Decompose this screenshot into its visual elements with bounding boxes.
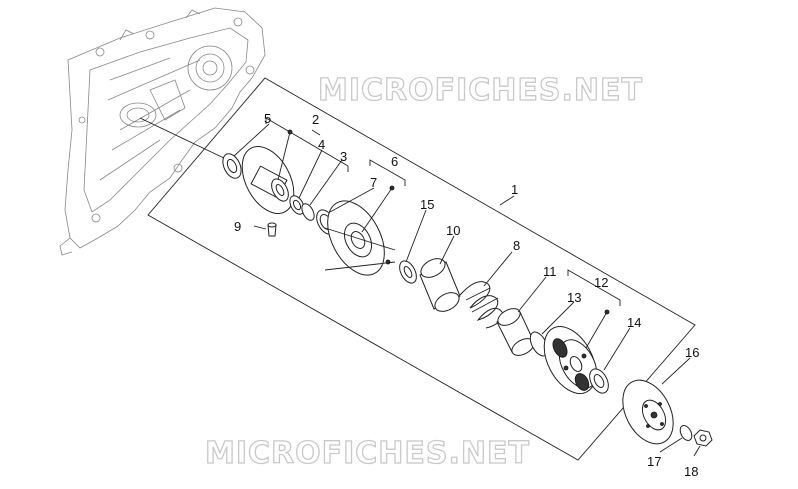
bracket-2 (265, 117, 349, 172)
assembly-frame (147, 77, 696, 461)
callout-5: 5 (264, 111, 271, 126)
callout-4: 4 (318, 137, 325, 152)
callout-17: 17 (647, 454, 661, 469)
callout-7: 7 (370, 175, 377, 190)
callout-15: 15 (420, 197, 434, 212)
part-12-clutch (543, 326, 598, 394)
part-9-grease-nipple (267, 222, 277, 237)
part-17-washer (679, 425, 693, 441)
bracket-6 (369, 159, 406, 186)
callout-13: 13 (567, 290, 581, 305)
callout-6: 6 (391, 154, 398, 169)
callout-8: 8 (513, 238, 520, 253)
part-3-ring (301, 203, 315, 221)
callout-11: 11 (543, 264, 557, 279)
bracket-12 (567, 269, 621, 306)
callout-9: 9 (234, 219, 241, 234)
callout-2: 2 (312, 112, 319, 127)
callout-18: 18 (684, 464, 698, 479)
callout-12: 12 (594, 275, 608, 290)
callout-10: 10 (446, 223, 460, 238)
engine-case (59, 7, 266, 256)
part-14-spacer (589, 368, 609, 394)
callout-3: 3 (340, 149, 347, 164)
part-10-sleeve (419, 258, 461, 312)
part-2-fixed-pulley (241, 146, 295, 214)
axis-line (139, 117, 229, 161)
part-15-ring (399, 260, 417, 284)
part-5-oil-seal (222, 153, 242, 179)
part-16-clutch-bell (622, 379, 674, 445)
watermark-top: MICROFICHES.NET (318, 73, 643, 108)
part-8-spring (459, 281, 504, 329)
part-4-bearing (289, 195, 305, 215)
watermark-bottom: MICROFICHES.NET (205, 436, 530, 471)
part-18-nut (693, 429, 713, 447)
part-11-bush (496, 308, 535, 356)
callout-14: 14 (627, 315, 641, 330)
callout-16: 16 (685, 345, 699, 360)
callout-1: 1 (511, 182, 518, 197)
